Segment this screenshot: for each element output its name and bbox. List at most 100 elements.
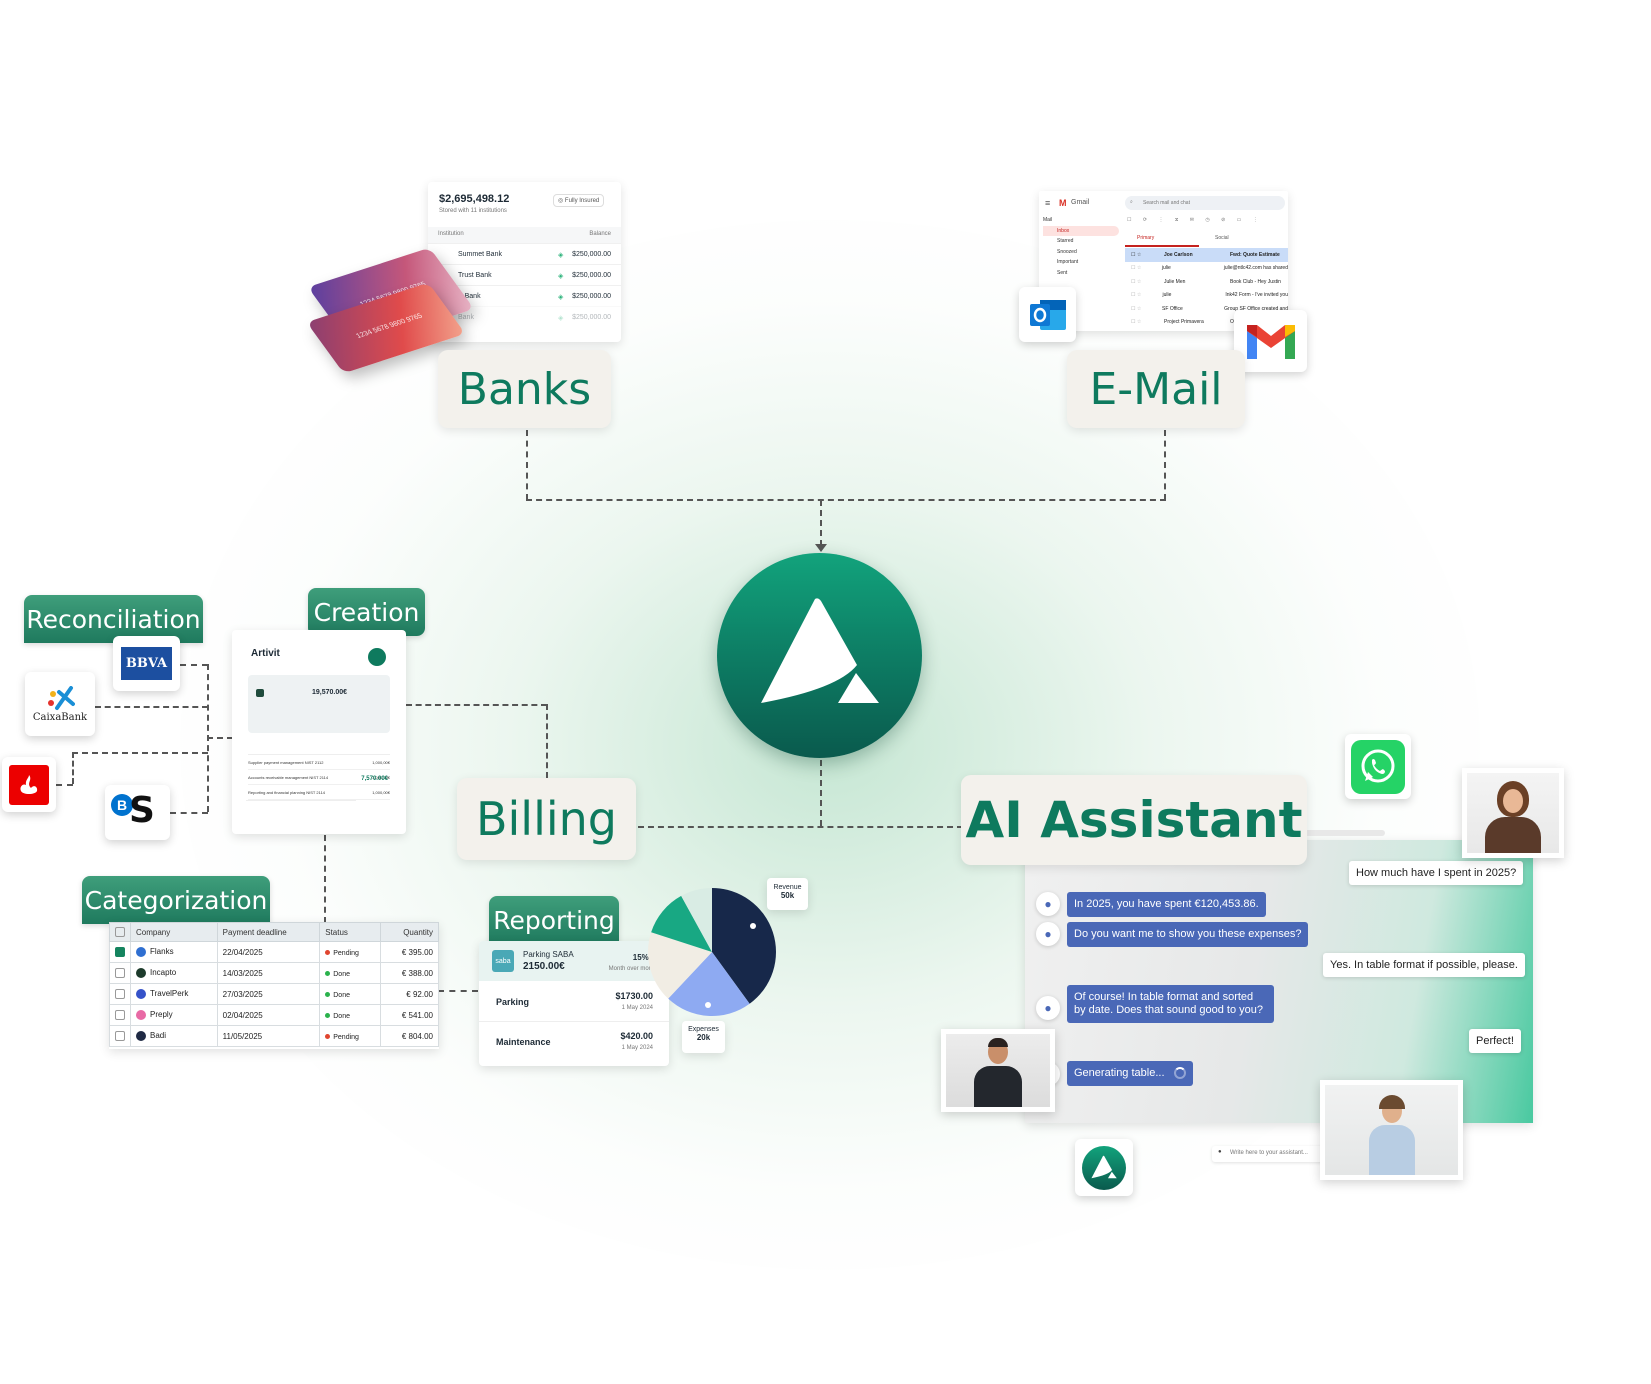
mail-subject: Group SF Office created and [1224,305,1288,312]
select-all-checkbox[interactable] [115,927,125,937]
company-logo-icon [136,989,146,999]
connector-email-down [1164,430,1166,500]
company-logo-icon [136,947,146,957]
connector-caixa [95,706,208,708]
mail-subject: julie@ntlc42.com has shared [1223,265,1288,272]
chat-message-user: Perfect! [1469,1029,1521,1053]
loading-spinner-icon [1173,1067,1186,1080]
status-text: Done [333,1012,350,1020]
chat-message-user: Yes. In table format if possible, please… [1323,953,1525,977]
invoice-logo-icon [368,648,386,666]
banks-subtitle: Stored with 11 institutions [439,208,507,214]
expenses-callout: Expenses 20k [682,1021,725,1053]
invoice-amount: 19,570.00€ [312,689,348,696]
sidebar-item-starred[interactable]: Starred [1057,238,1074,244]
reporting-label: Reporting [489,896,619,944]
bank-row[interactable]: Bank ◈ $250,000.00 [428,306,621,328]
assistant-avatar-icon: ● [1036,892,1060,916]
sidebar-item-mail[interactable]: Mail [1043,217,1053,223]
col-company[interactable]: Company [130,922,218,942]
expenses-marker [705,1002,711,1008]
connector-table-reporting [438,990,478,992]
tab-primary[interactable]: Primary [1137,235,1155,241]
payment-deadline: 02/04/2025 [216,1004,321,1026]
assistant-avatar-icon: ● [1036,922,1060,946]
mail-subject: Book Club - Hey Justin [1230,278,1281,285]
gmail-app-name: Gmail [1071,199,1090,206]
sidebar-item-snoozed[interactable]: Snoozed [1057,248,1077,255]
search-icon: ⌕ [1130,199,1133,205]
hamburger-icon[interactable]: ≡ [1045,198,1051,208]
payment-deadline: 27/03/2025 [216,983,321,1005]
user-icon: ● [1218,1149,1222,1155]
row-checkbox[interactable] [115,968,125,978]
artivit-hub-logo [717,553,922,758]
whatsapp-icon [1345,734,1411,799]
item-name: Parking [496,997,530,1007]
fully-insured-badge: ◎ Fully Insured [553,194,605,207]
banks-label: Banks [438,350,611,428]
row-checkbox[interactable] [115,1031,125,1041]
banks-table-header: Institution Balance [428,227,621,243]
col-payment-deadline[interactable]: Payment deadline [216,922,321,942]
payment-deadline: 14/03/2025 [216,962,321,984]
chat-message-assistant: Do you want me to show you these expense… [1067,922,1309,947]
sidebar-item-sent[interactable]: Sent [1057,269,1068,276]
mail-from: julie [1161,265,1171,272]
col-balance: Balance [589,231,611,237]
gmail-icon [1234,310,1307,372]
row-checkbox[interactable] [115,989,125,999]
status-dot-icon [325,970,331,976]
mail-from: julie [1162,292,1172,299]
connector-hub-down [820,760,822,826]
status-text: Done [333,991,350,999]
reporting-card: saba Parking SABA 2150.00€ 15% ↑ Month o… [479,941,669,1066]
report-item[interactable]: Maintenance $420.00 1 May 2024 [479,1021,669,1061]
connector-to-hub [820,500,822,546]
gmail-toolbar: ☐ ⟳ ⋮ ⧖ ✉ ◷ ⊘ ▭ ⋮ [1127,217,1263,223]
status-dot-icon [325,1033,331,1039]
company-name: Badi [150,1031,167,1041]
connector-santander-h [72,752,208,754]
bank-row[interactable]: Summet Bank ◈ $250,000.00 [428,243,621,265]
col-quantity[interactable]: Quantity [380,922,439,942]
sidebar-item-inbox[interactable]: Inbox [1043,225,1119,236]
connector-santander-v [72,752,74,784]
chat-top-bar [1300,830,1385,836]
company-logo-icon [136,1010,146,1020]
revenue-marker [750,923,756,929]
artivit-app-icon [1075,1139,1133,1196]
shield-icon: ◈ [558,272,564,280]
mail-from: SF Office [1162,305,1183,312]
shield-icon: ◈ [558,251,564,259]
gmail-search-bar[interactable]: ⌕ Search mail and chat [1125,196,1285,210]
col-status[interactable]: Status [319,922,382,942]
row-checkbox[interactable] [115,947,125,957]
revenue-label: Revenue [773,884,802,891]
bank-row[interactable]: Trust Bank ◈ $250,000.00 [428,264,621,286]
invoice-company: Artivit [251,648,280,659]
mail-subject: Fwd: Quote Estimate [1230,251,1280,258]
tab-social[interactable]: Social [1215,235,1229,241]
invoice-line: Supplier payment management NIST 2112 [248,759,324,765]
connector-top-horizontal [526,499,1166,501]
bank-balance: $250,000.00 [572,251,611,258]
banks-balance-card: $2,695,498.12 Stored with 11 institution… [428,182,621,342]
bank-row[interactable]: B Bank ◈ $250,000.00 [428,285,621,307]
connector-creation-billing-v [546,704,548,778]
row-checkbox[interactable] [115,1010,125,1020]
report-item[interactable]: Parking $1730.00 1 May 2024 [479,981,669,1022]
sidebar-item-important[interactable]: Important [1057,259,1079,265]
invoice-total: 7,570.00€ [361,776,388,782]
invoice-summary-box: 19,570.00€ [248,675,390,733]
